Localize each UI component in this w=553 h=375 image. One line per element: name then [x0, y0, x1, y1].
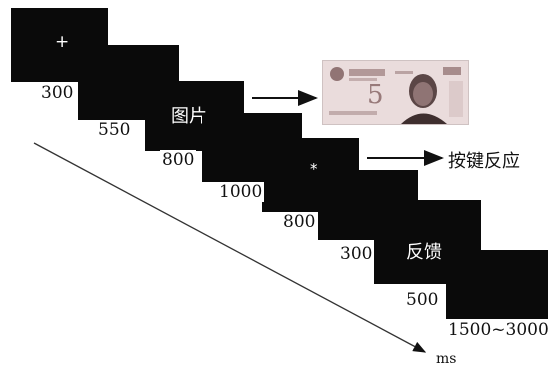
time-axis-unit: ms — [436, 351, 457, 367]
probe-star: * — [310, 160, 318, 178]
feedback-label: 反馈 — [406, 242, 442, 263]
banknote-image: 5 — [322, 60, 469, 125]
time-axis-arrow — [33, 142, 427, 353]
duration-label: 800 — [281, 212, 318, 232]
duration-label: 500 — [404, 290, 441, 310]
fixation-cross: + — [55, 32, 70, 52]
picture-label: 图片 — [171, 106, 207, 127]
duration-label: 300 — [39, 83, 76, 103]
duration-label: 800 — [160, 150, 197, 170]
banknote-illustration: 5 — [323, 61, 468, 124]
duration-label: 300 — [338, 244, 375, 264]
screen-iti — [446, 250, 548, 319]
duration-label: 1500~3000 — [446, 320, 551, 340]
svg-text:5: 5 — [367, 80, 384, 110]
duration-label: 1000 — [217, 182, 265, 202]
response-label: 按键反应 — [448, 151, 520, 172]
duration-label: 550 — [96, 120, 133, 140]
